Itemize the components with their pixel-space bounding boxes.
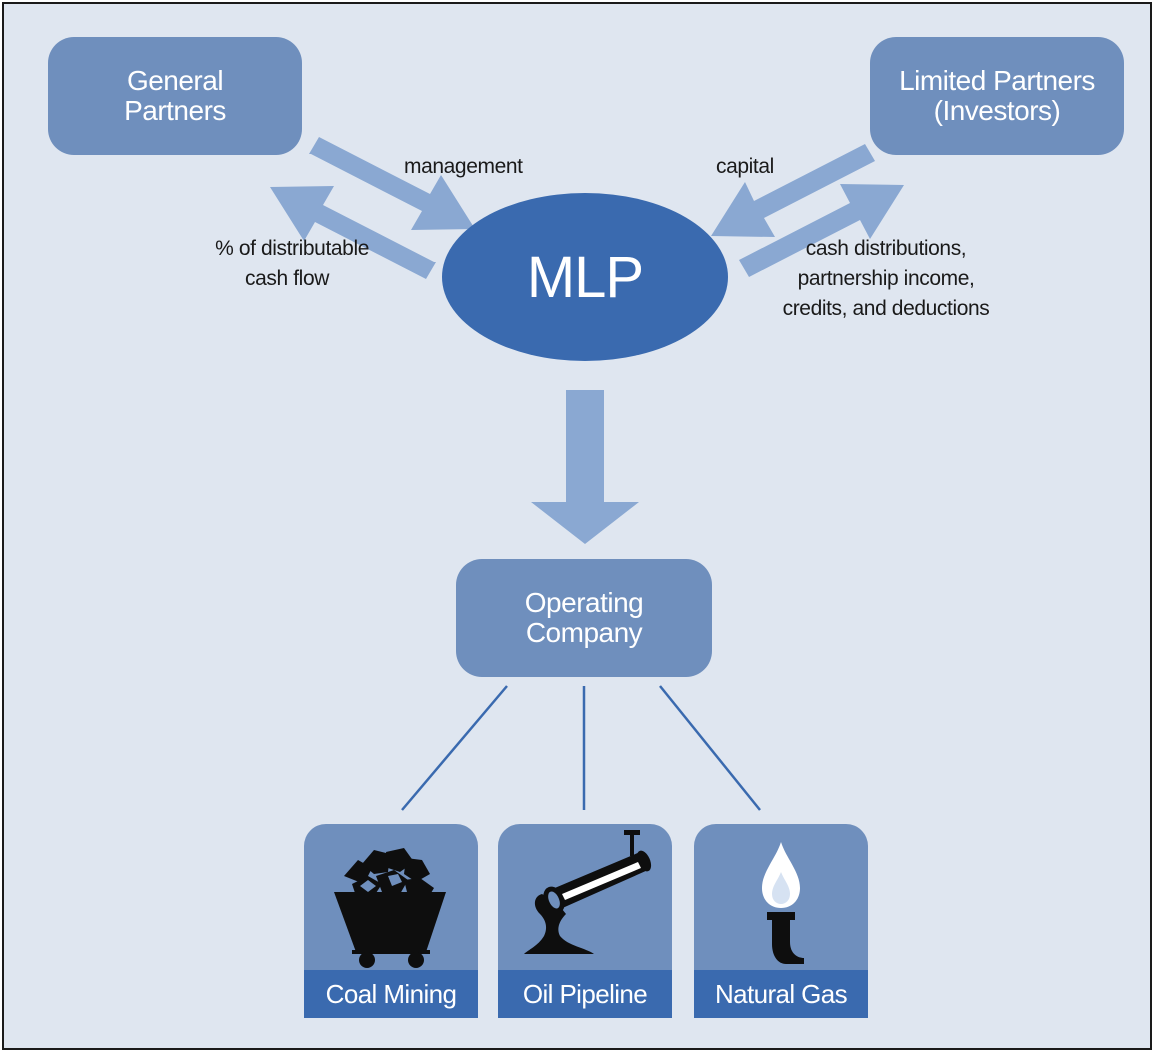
natural-gas-tile: Natural Gas (694, 824, 868, 1018)
mlp-ellipse: MLP (442, 193, 728, 361)
gp-return-line-2: cash flow (245, 267, 329, 290)
management-arrow (309, 137, 475, 230)
link-gas (659, 685, 761, 811)
general-partners-line-1: General (126, 65, 224, 96)
lp-return-line-2: partnership income, (797, 267, 975, 290)
lp-return-label: cash distributions, partnership income, … (774, 234, 998, 324)
gas-flame-icon (762, 842, 804, 964)
management-label: management (404, 155, 523, 178)
gp-return-label: % of distributable cash flow (164, 234, 369, 294)
operating-company-line-1: Operating (524, 587, 644, 618)
gp-return-line-1: % of distributable (215, 237, 369, 260)
gp-cash-flow-arrow (270, 186, 436, 279)
mlp-label: MLP (526, 244, 644, 310)
flow-arrows (270, 137, 904, 811)
capital-label: capital (716, 155, 774, 178)
oil-pipeline-icon (524, 830, 652, 954)
lp-return-line-3: credits, and deductions (782, 297, 990, 320)
operating-company-box: Operating Company (456, 559, 712, 677)
coal-mining-tile: Coal Mining (304, 824, 478, 1018)
coal-mining-label: Coal Mining (325, 978, 457, 1009)
coal-mining-band: Coal Mining (304, 970, 478, 1018)
oil-pipeline-band: Oil Pipeline (498, 970, 672, 1018)
capital-arrow (711, 144, 875, 237)
operating-company-line-2: Company (525, 617, 643, 648)
oil-pipeline-label: Oil Pipeline (522, 978, 648, 1009)
general-partners-line-2: Partners (124, 95, 226, 126)
limited-partners-box: Limited Partners (Investors) (870, 37, 1124, 155)
natural-gas-band: Natural Gas (694, 970, 868, 1018)
link-coal (401, 685, 508, 811)
limited-partners-line-2: (Investors) (933, 95, 1061, 126)
oil-pipeline-tile: Oil Pipeline (498, 824, 672, 1018)
natural-gas-label: Natural Gas (714, 978, 848, 1009)
lp-return-line-1: cash distributions, (805, 237, 967, 260)
lp-distributions-arrow (739, 184, 904, 277)
limited-partners-line-1: Limited Partners (899, 65, 1095, 96)
operating-arrow (531, 390, 639, 544)
general-partners-box: General Partners (48, 37, 302, 155)
coal-cart-icon (334, 848, 446, 968)
